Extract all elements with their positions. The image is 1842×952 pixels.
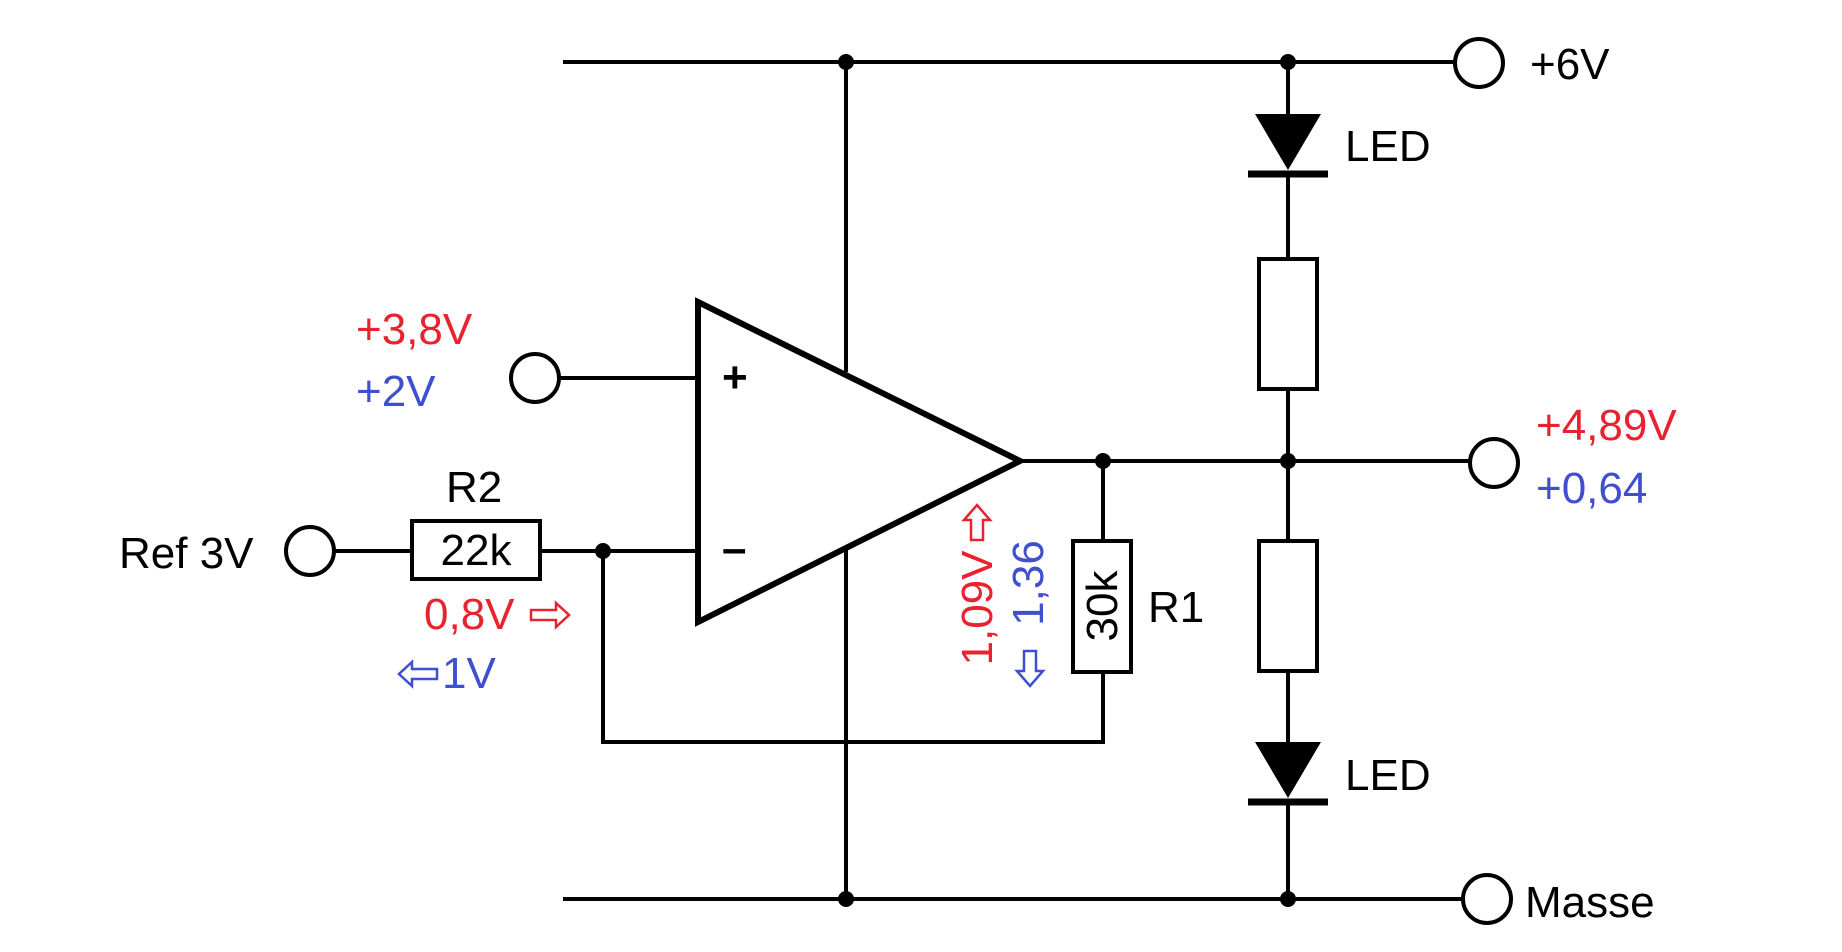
led-bottom-label: LED [1345,751,1431,800]
output-terminal [1468,437,1520,489]
r1-voltage-blue: 1,36 [1004,540,1053,626]
r2-resistor [410,519,542,581]
r1-value-label: 30k [1078,570,1127,642]
r2-voltage-blue: 1V [442,649,496,698]
supply-terminal [1453,37,1505,89]
output-voltage-red: +4,89V [1536,401,1677,450]
output-voltage-blue: +0,64 [1536,464,1647,513]
r1-name-label: R1 [1148,583,1204,632]
noninv-voltage-red: +3,8V [356,305,473,354]
r1-voltage-red: 1,09V [953,550,1002,666]
opamp-plus-sign: + [722,353,748,402]
r2-voltage-red: 0,8V [424,590,515,639]
supply-label: +6V [1530,40,1610,89]
junction-dot [1095,453,1111,469]
junction-dot [595,543,611,559]
noninv-voltage-blue: +2V [356,367,436,416]
ref-input-terminal [284,525,336,577]
noninv-input-terminal [509,352,561,404]
junction-dot [1280,54,1296,70]
opamp-triangle [695,297,1027,627]
junction-dot [838,54,854,70]
lower-resistor [1257,539,1319,673]
junction-dot [838,891,854,907]
r1-resistor [1071,539,1133,674]
junction-dot [1280,453,1296,469]
ground-terminal [1461,873,1513,925]
arrow-right-icon [529,600,571,630]
led-bottom-diode-triangle [1255,742,1321,798]
opamp-minus-sign: – [722,524,746,573]
r2-value-label: 22k [441,526,513,575]
led-top-diode-triangle [1255,114,1321,170]
arrow-down-icon [1014,649,1046,688]
r2-name-label: R2 [446,463,502,512]
ground-label: Masse [1525,878,1655,927]
upper-resistor [1257,257,1319,391]
arrow-up-icon [961,503,993,542]
ref-input-label: Ref 3V [119,529,254,578]
led-top-label: LED [1345,122,1431,171]
junction-dot [1280,891,1296,907]
arrow-left-icon [397,659,439,689]
